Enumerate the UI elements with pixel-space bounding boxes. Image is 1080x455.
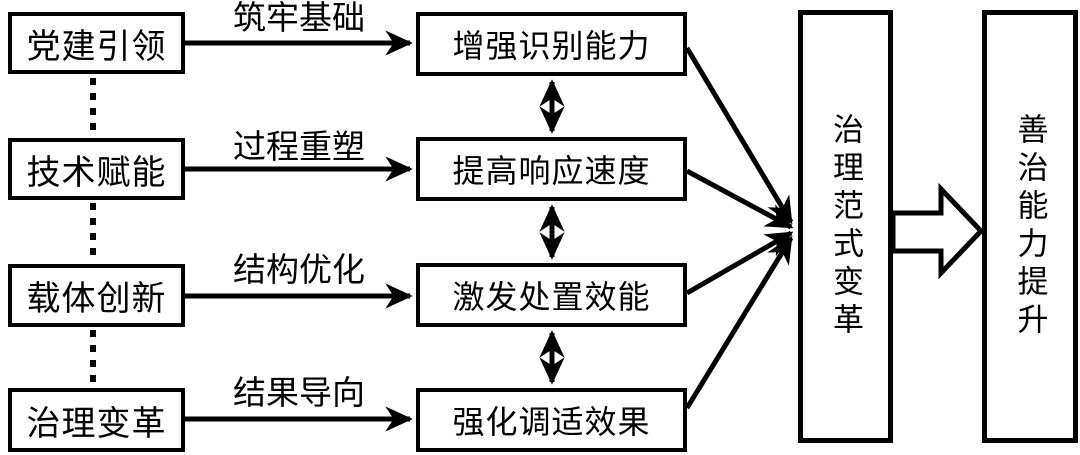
block-arrow [890,182,985,280]
converge-arrow-3 [685,230,794,296]
middle-box-identification: 增强识别能力 [416,12,687,76]
left-box-governance-reform: 治理变革 [8,388,185,452]
box-label: 治理变革 [26,405,167,443]
left-box-carrier-innovation: 载体创新 [8,264,185,327]
arrow-label-outcome: 结果导向 [233,376,365,412]
converge-arrow-4 [684,235,794,410]
box-label: 强化调适效果 [452,404,651,440]
left-box-tech-empowerment: 技术赋能 [8,138,185,200]
box-label: 载体创新 [26,281,167,318]
box-label: 技术赋能 [26,154,167,192]
converge-arrow-1 [684,46,794,225]
left-box-party-building: 党建引领 [8,12,185,74]
box-label: 善治能力提升 [1012,112,1048,341]
arrow-label-foundation: 筑牢基础 [233,1,365,37]
box-label: 治理范式变革 [828,112,863,341]
converge-arrow-2 [685,168,794,230]
outcome-box-good-governance: 善治能力提升 [982,10,1078,443]
box-label: 增强识别能力 [452,28,651,64]
middle-box-disposal: 激发处置效能 [416,263,687,327]
middle-box-adaptation: 强化调适效果 [416,388,687,452]
box-label: 党建引领 [26,28,167,66]
arrow-label-process: 过程重塑 [233,130,365,166]
box-label: 提高响应速度 [452,153,651,189]
middle-box-response: 提高响应速度 [416,137,687,201]
outcome-box-paradigm-shift: 治理范式变革 [798,10,893,443]
box-label: 激发处置效能 [452,279,651,315]
arrow-label-structure: 结构优化 [233,253,365,289]
